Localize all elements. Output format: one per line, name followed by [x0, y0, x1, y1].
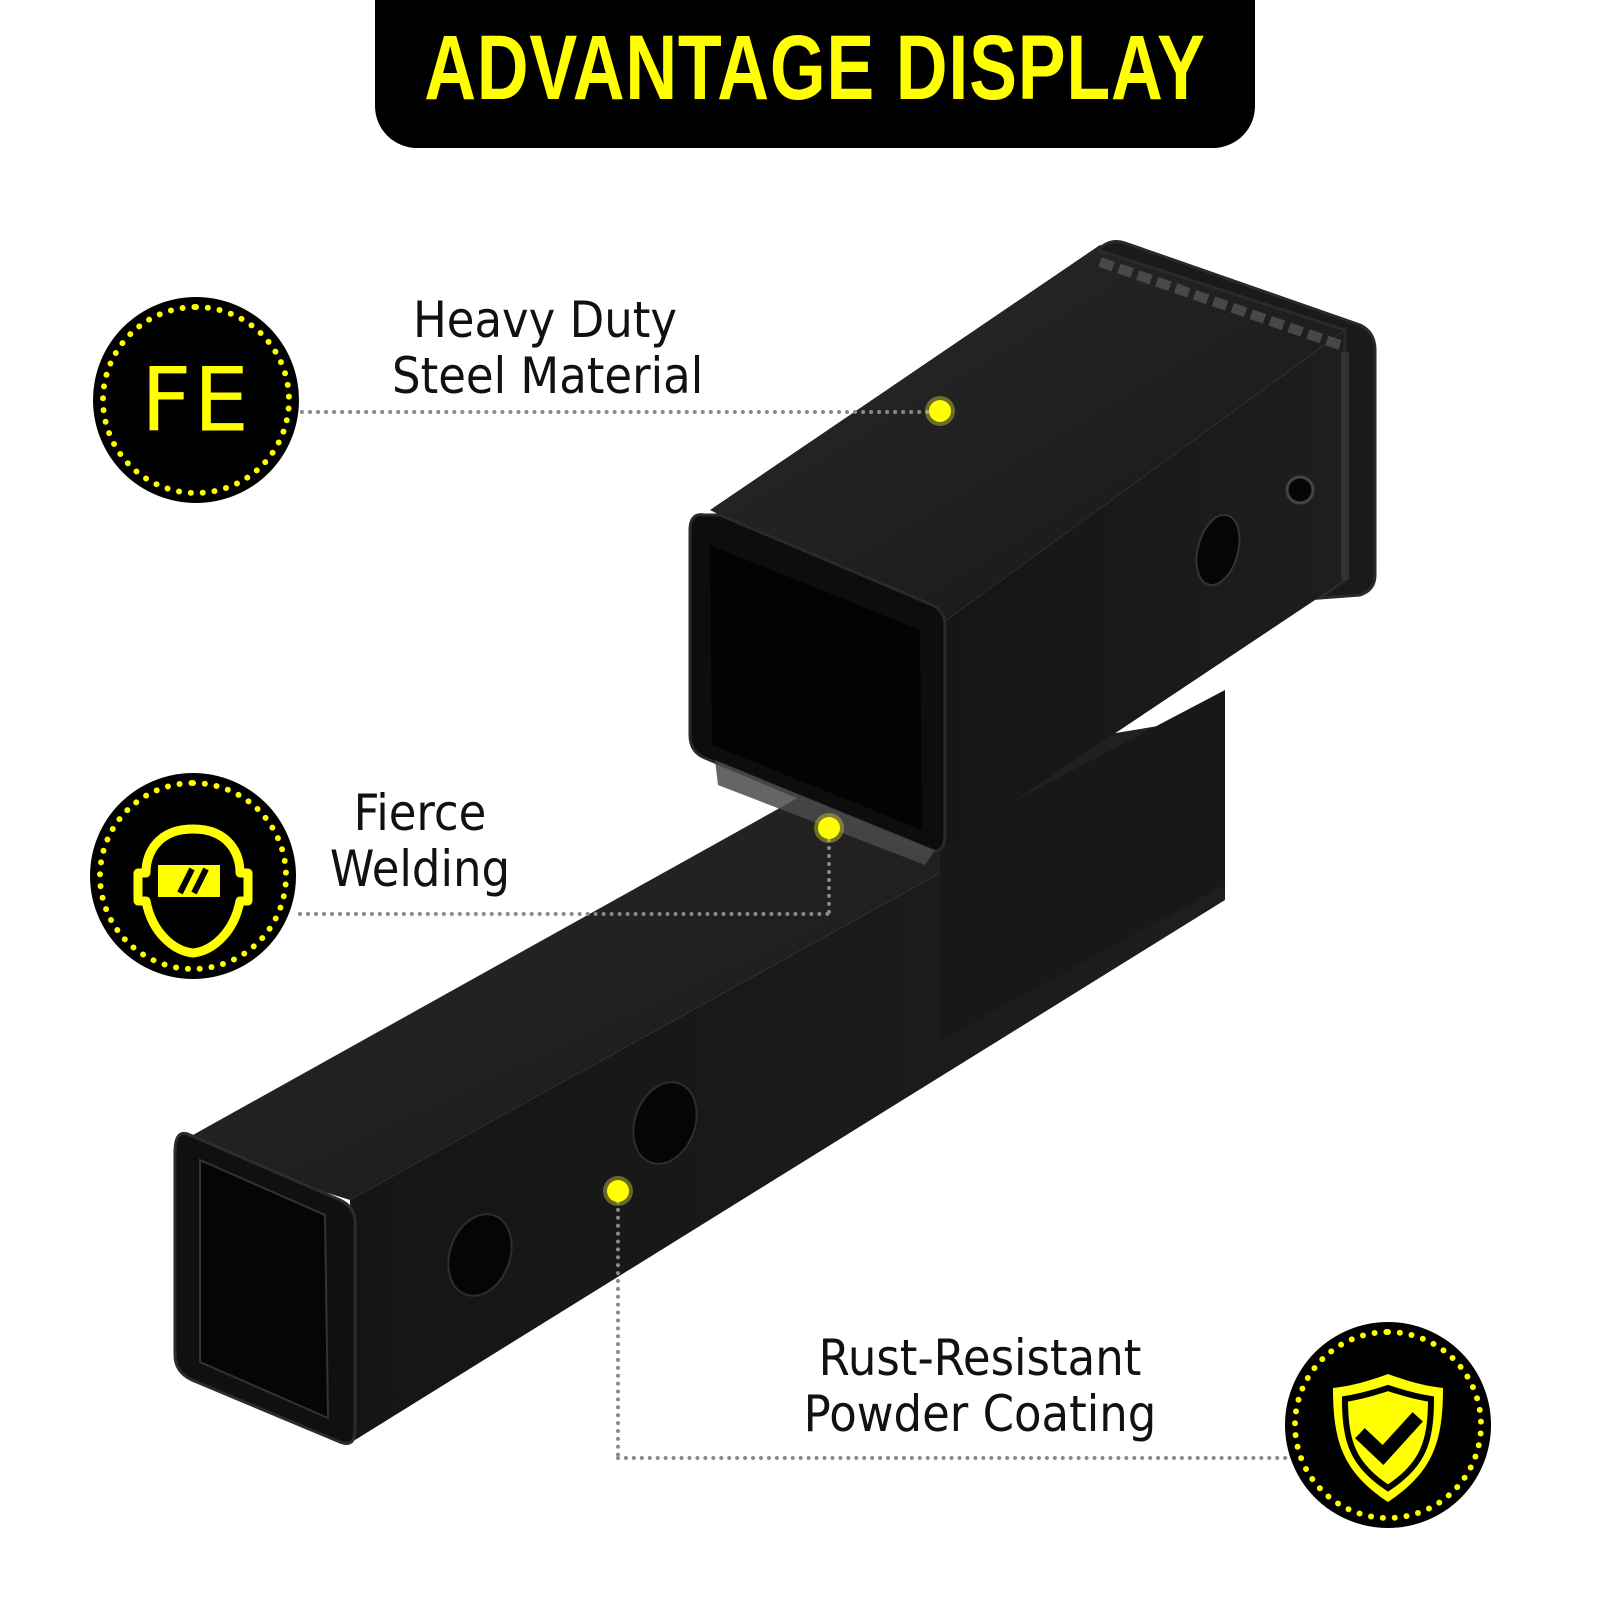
callout-line-coating-v	[616, 1200, 620, 1457]
banner-title: ADVANTAGE DISPLAY	[424, 17, 1206, 119]
welding-helmet-icon	[133, 824, 253, 958]
header-banner: ADVANTAGE DISPLAY	[375, 0, 1255, 148]
feature-steel-label: Heavy Duty Steel Material	[392, 291, 704, 405]
feature-coating-label: Rust-Resistant Powder Coating	[800, 1330, 1160, 1442]
welding-badge	[90, 773, 296, 979]
shield-check-icon	[1333, 1374, 1443, 1502]
dotted-ring	[1292, 1329, 1484, 1521]
callout-marker-coating	[607, 1180, 629, 1202]
feature-welding-line2: Welding	[329, 840, 511, 898]
callout-marker-welding	[818, 817, 840, 839]
fe-badge: FE	[93, 297, 299, 503]
callout-line-welding-v	[827, 838, 831, 914]
callout-marker-steel	[929, 400, 951, 422]
feature-steel-line1: Heavy Duty	[412, 291, 678, 349]
callout-line-welding-h	[298, 912, 830, 916]
feature-welding-label: Fierce Welding	[321, 785, 519, 897]
callout-line-coating-h	[616, 1456, 1288, 1460]
feature-steel-line2: Steel Material	[392, 347, 704, 405]
feature-welding-line1: Fierce	[353, 784, 487, 842]
dotted-ring	[97, 780, 289, 972]
shield-badge	[1285, 1322, 1491, 1528]
fe-icon: FE	[140, 348, 252, 452]
callout-line-steel	[300, 410, 930, 414]
feature-coating-line2: Powder Coating	[803, 1385, 1157, 1443]
dotted-ring	[100, 304, 292, 496]
feature-coating-line1: Rust-Resistant	[818, 1329, 1142, 1387]
